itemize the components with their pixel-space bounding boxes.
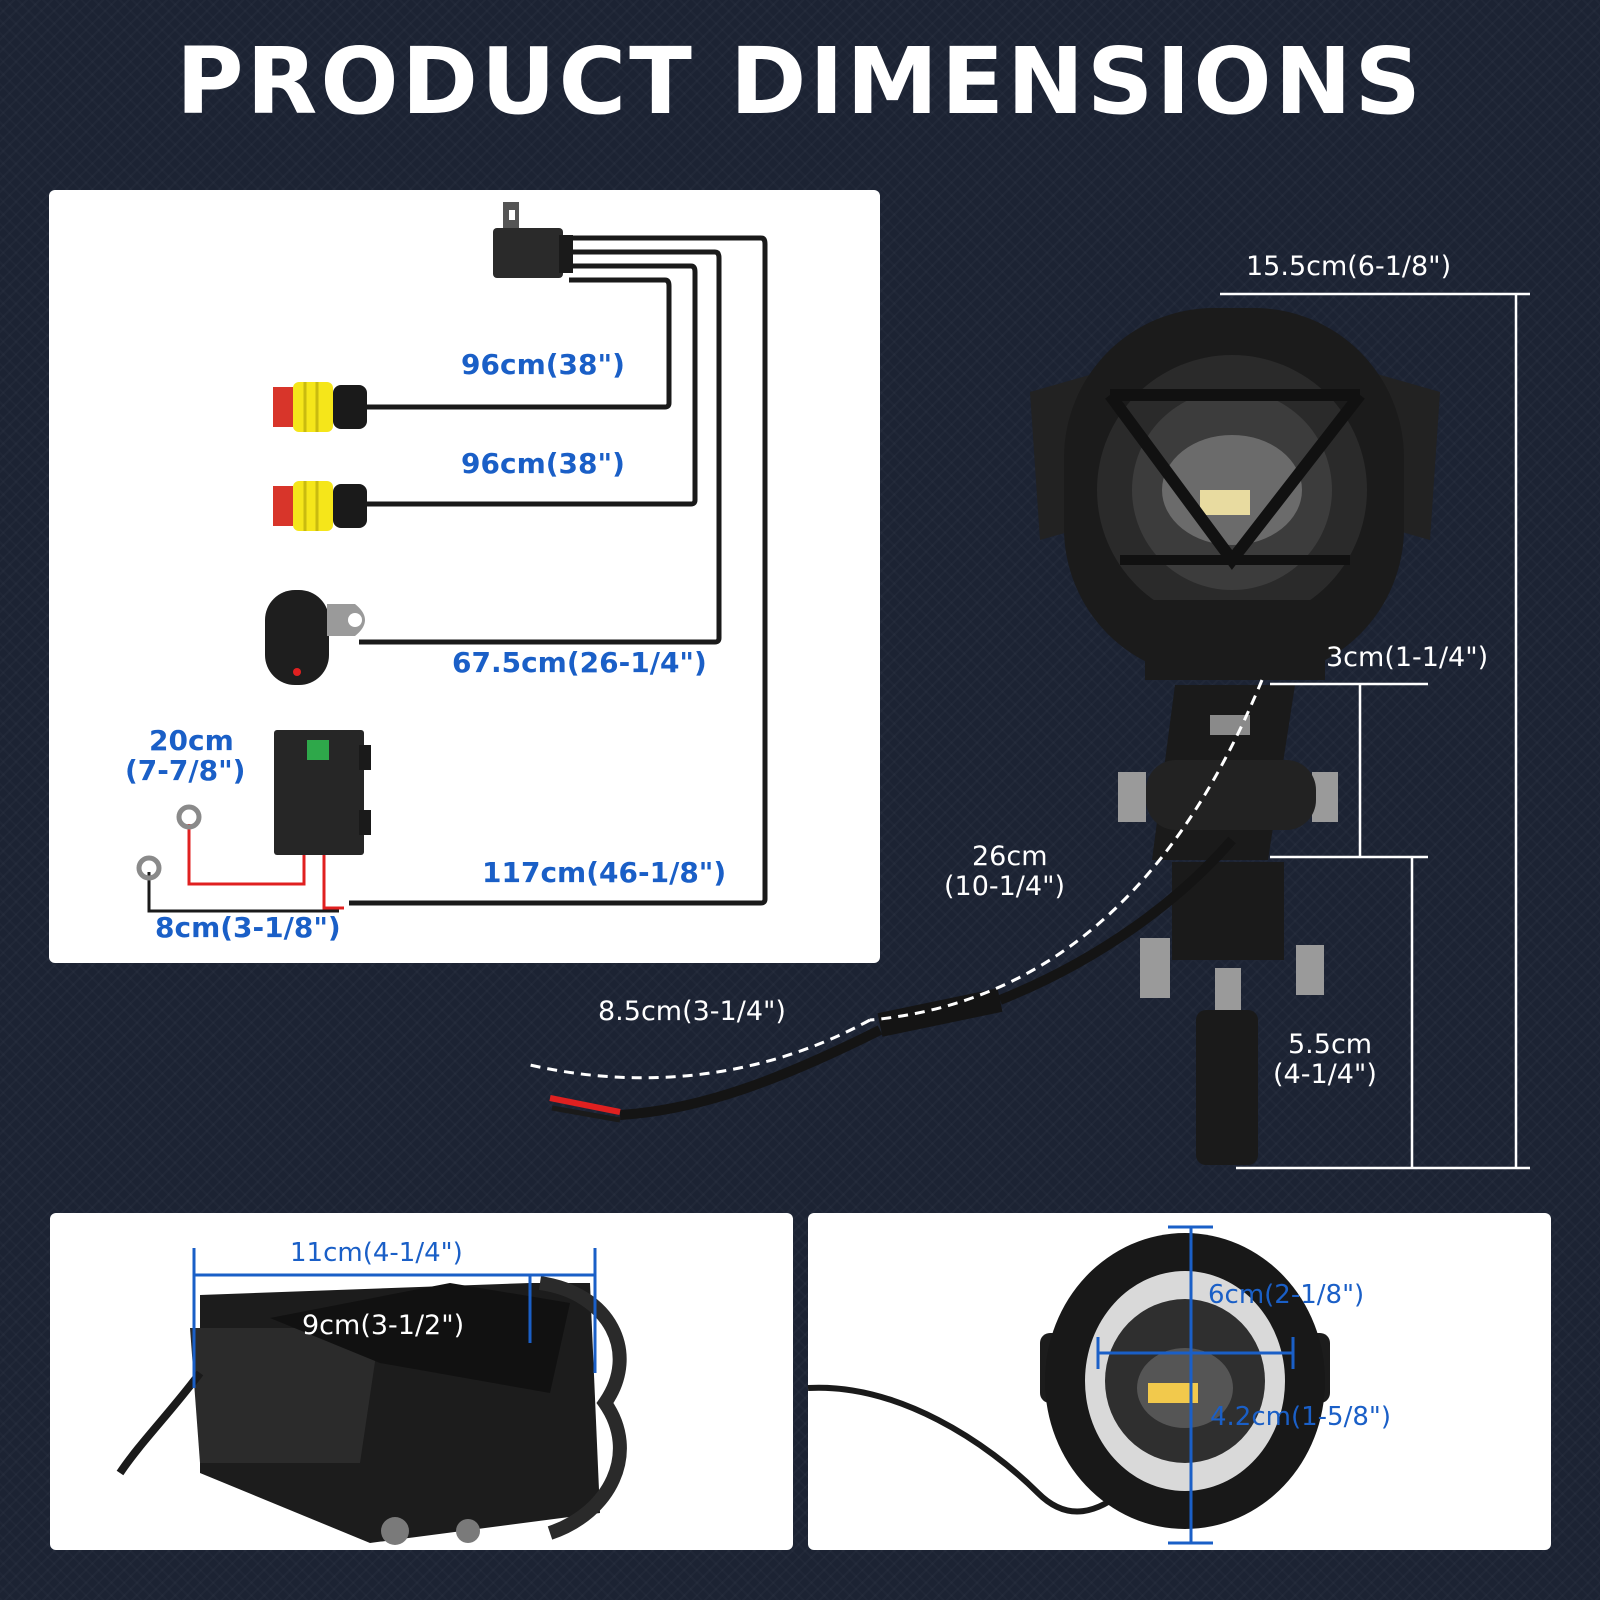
outer-width-label: 11cm(4-1/4") [290, 1238, 463, 1268]
cable-length-label-line2: (10-1/4") [944, 871, 1065, 902]
wiring-harness-diagram: 96cm(38") 96cm(38") 67.5cm(26-1/4") 20cm… [125, 202, 768, 944]
total-height-label: 15.5cm(6-1/8") [1246, 251, 1451, 282]
connector-1-length-label: 96cm(38") [461, 348, 625, 381]
relay-icon [493, 202, 573, 278]
main-harness-length-label: 117cm(46-1/8") [482, 856, 726, 889]
fuse-length-label-line2: (7-7/8") [125, 754, 245, 787]
cable-measure-curve [869, 679, 1264, 1022]
fog-light-icon [1030, 308, 1440, 680]
dimension-lines [1220, 292, 1530, 1170]
ring-wire-length-label: 8cm(3-1/8") [155, 911, 341, 944]
inner-width-label: 9cm(3-1/2") [302, 1310, 464, 1341]
lower-bracket-label-line2: (4-1/4") [1273, 1059, 1377, 1090]
lower-bracket-label-line1: 5.5cm [1288, 1029, 1372, 1060]
light-side-view-icon [116, 1276, 627, 1545]
switch-length-label: 67.5cm(26-1/4") [452, 646, 707, 679]
pigtail-length-label: 8.5cm(3-1/4") [598, 996, 786, 1027]
wiring-harness-panel: 96cm(38") 96cm(38") 67.5cm(26-1/4") 20cm… [49, 190, 880, 963]
pigtail-measure-curve [529, 1018, 871, 1080]
waterproof-connector-2-icon [273, 481, 367, 531]
front-view-panel: 6cm(2-1/8") 4.2cm(1-5/8") [808, 1213, 1551, 1550]
connector-2-length-label: 96cm(38") [461, 447, 625, 480]
ring-terminal-icon [136, 804, 202, 881]
page-title: PRODUCT DIMENSIONS [176, 28, 1424, 135]
light-front-view-icon [808, 1233, 1330, 1529]
side-view-dimension-lines [192, 1248, 597, 1388]
front-view-diagram: 6cm(2-1/8") 4.2cm(1-5/8") [808, 1225, 1391, 1545]
fuse-length-label-line1: 20cm [149, 724, 234, 757]
front-view-dimension-lines [1096, 1225, 1295, 1545]
upper-bracket-label: 3cm(1-1/4") [1326, 642, 1488, 673]
lens-width-label: 4.2cm(1-5/8") [1210, 1402, 1391, 1432]
waterproof-connector-1-icon [273, 382, 367, 432]
harness-wires [349, 235, 768, 906]
side-view-panel: 11cm(4-1/4") 9cm(3-1/2") [50, 1213, 793, 1550]
front-height-label: 6cm(2-1/8") [1208, 1280, 1364, 1310]
cable-length-label-line1: 26cm [972, 841, 1048, 872]
mounting-bracket-icon [1118, 685, 1338, 1165]
ring-terminal-wires [147, 824, 344, 913]
side-view-diagram: 11cm(4-1/4") 9cm(3-1/2") [116, 1238, 627, 1545]
rocker-switch-icon [265, 590, 365, 685]
fuse-holder-icon [274, 730, 371, 855]
